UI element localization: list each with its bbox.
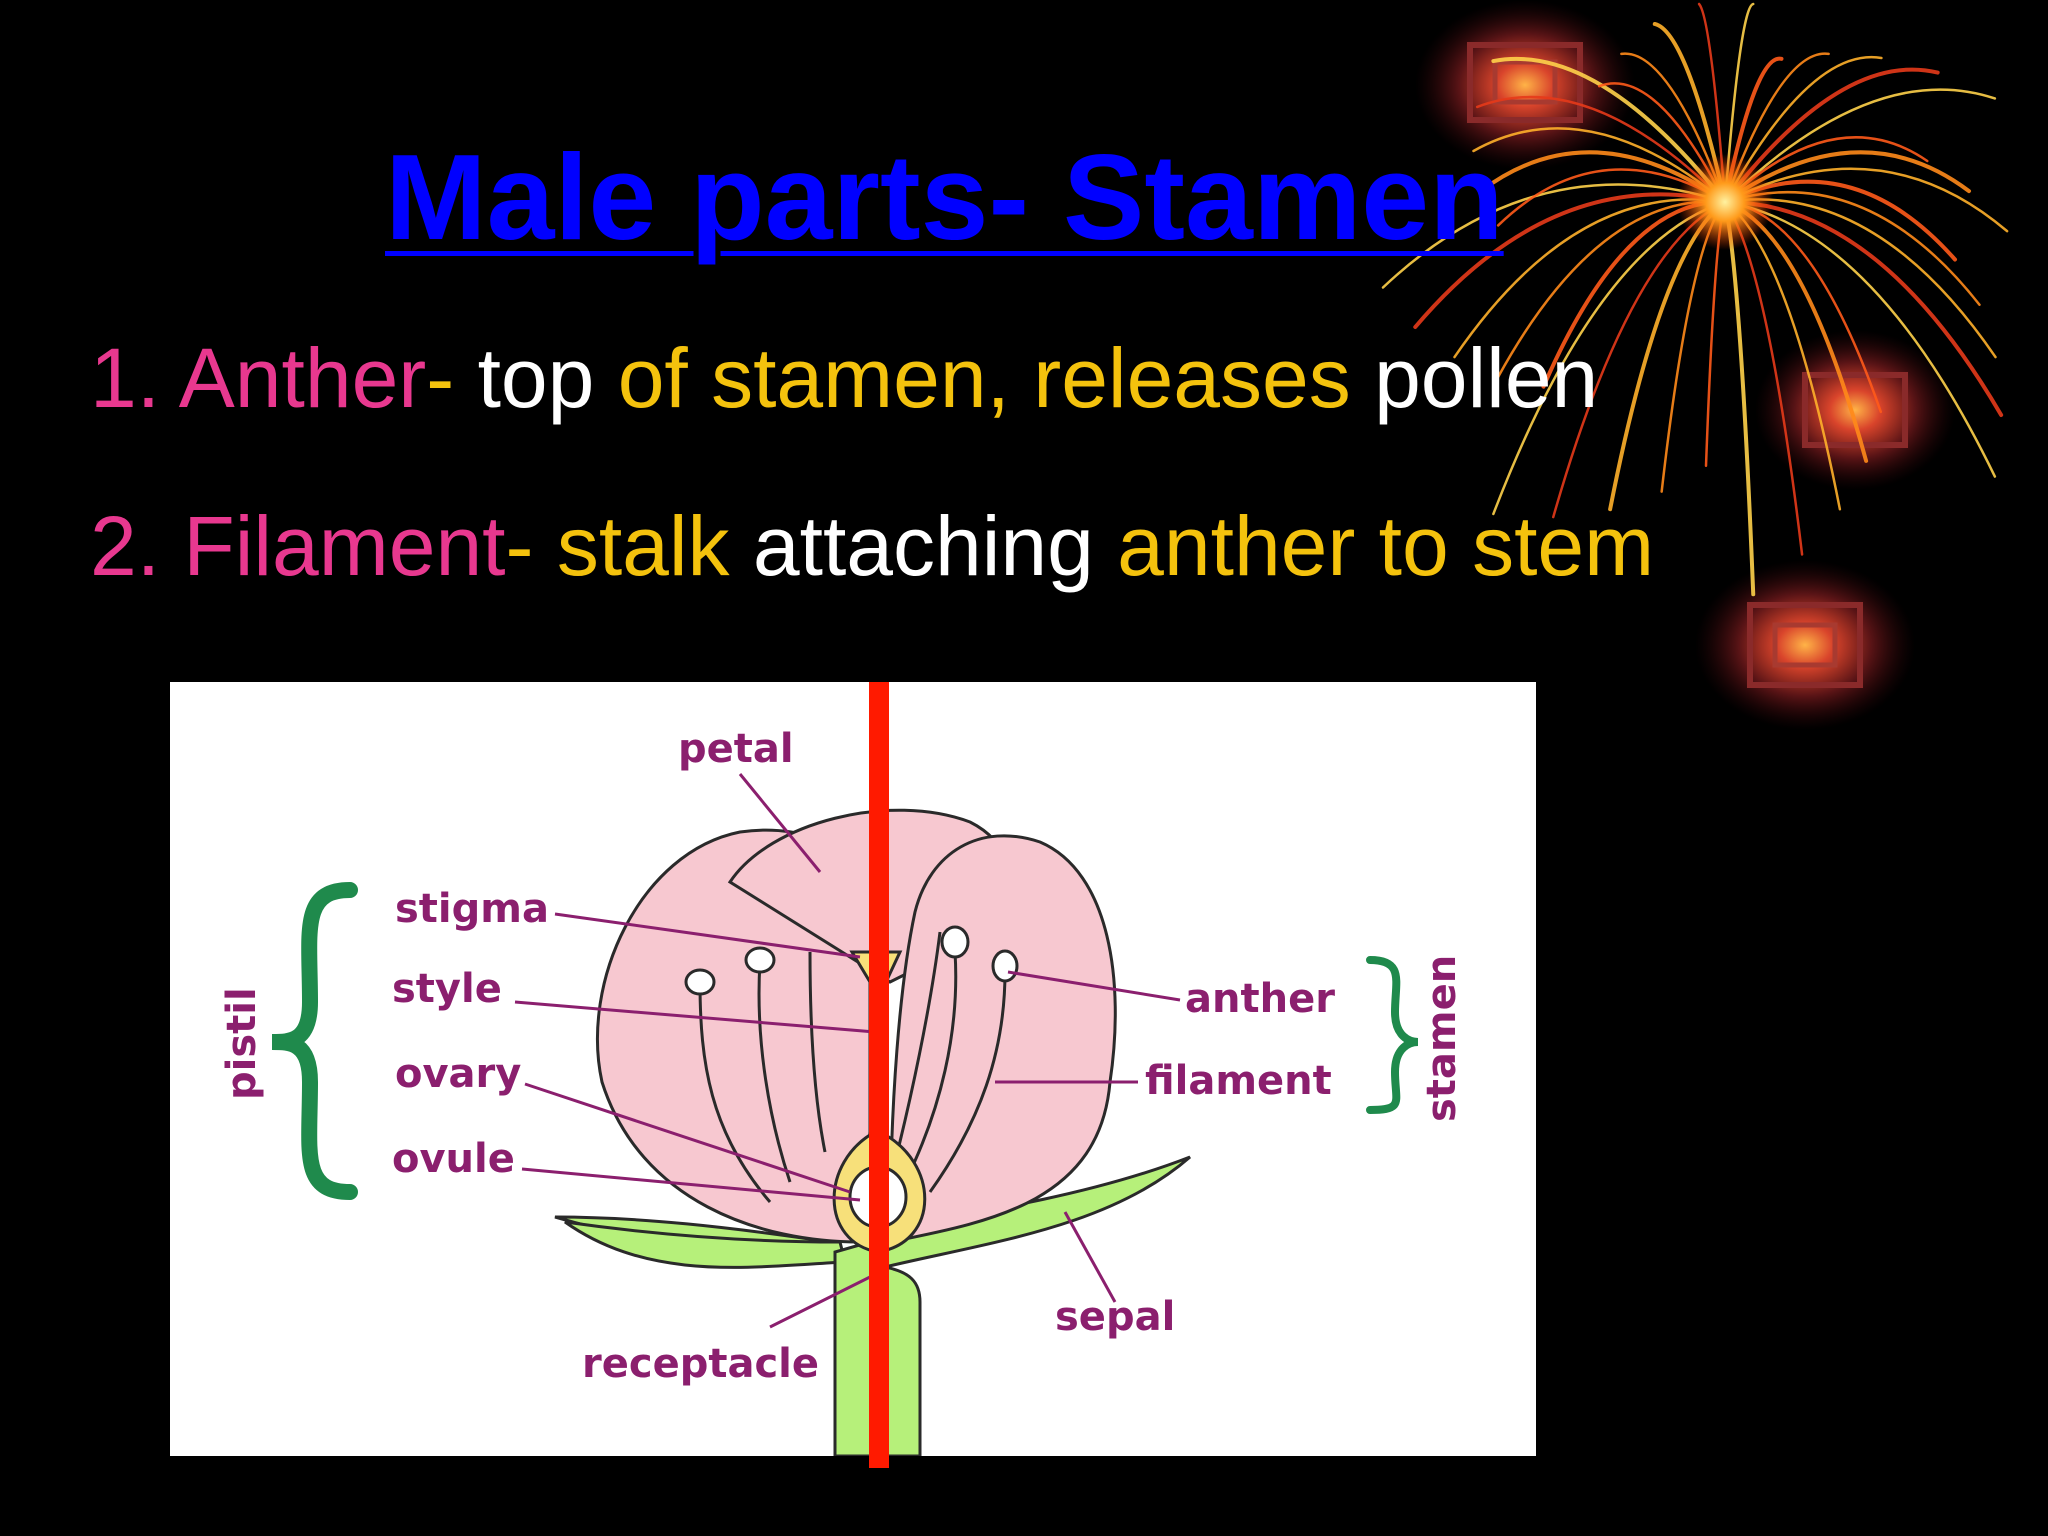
definition-part-2: of stamen, releases xyxy=(594,331,1351,425)
pistil-brace xyxy=(271,882,358,1200)
glow-orb-1 xyxy=(1415,0,1635,170)
firework-core xyxy=(1677,154,1773,250)
slide-title: Male parts- Stamen xyxy=(385,129,1504,265)
label-stigma: stigma xyxy=(395,886,549,932)
definition-part-1: top xyxy=(454,331,595,425)
red-divider-line xyxy=(869,682,889,1468)
term-filament: Filament xyxy=(183,499,506,593)
label-receptacle: receptacle xyxy=(582,1341,819,1387)
definition-part-2: attaching xyxy=(729,499,1094,593)
label-anther: anther xyxy=(1185,976,1335,1022)
definition-part-3: pollen xyxy=(1350,331,1599,425)
bullet-dash: - xyxy=(426,331,455,425)
label-ovary: ovary xyxy=(395,1051,521,1097)
label-sepal: sepal xyxy=(1055,1294,1175,1340)
bullet-filament: 2. Filament- stalk attaching anther to s… xyxy=(90,500,1654,592)
leader-lines xyxy=(514,773,1181,1329)
stamen-brace xyxy=(1366,956,1419,1114)
label-filament: filament xyxy=(1145,1058,1332,1104)
glow-orb-2 xyxy=(1755,330,1955,490)
definition-part-3: anther to stem xyxy=(1093,499,1655,593)
stamens xyxy=(698,931,1007,1203)
definition-part-1: stalk xyxy=(533,499,730,593)
label-petal: petal xyxy=(678,726,794,772)
label-style: style xyxy=(392,966,502,1012)
glow-orb-3 xyxy=(1695,560,1915,730)
label-ovule: ovule xyxy=(392,1136,515,1182)
label-stamen: stamen xyxy=(1419,955,1465,1122)
label-pistil: pistil xyxy=(219,987,265,1100)
term-anther: Anther xyxy=(178,331,427,425)
bullet-anther: 1. Anther- top of stamen, releases polle… xyxy=(90,332,1598,424)
bullet-number: 2. xyxy=(90,499,161,593)
flower-diagram: petal stigma style ovary ovule anther fi… xyxy=(170,682,1536,1456)
bullet-dash: - xyxy=(505,499,534,593)
bullet-number: 1. xyxy=(90,331,161,425)
